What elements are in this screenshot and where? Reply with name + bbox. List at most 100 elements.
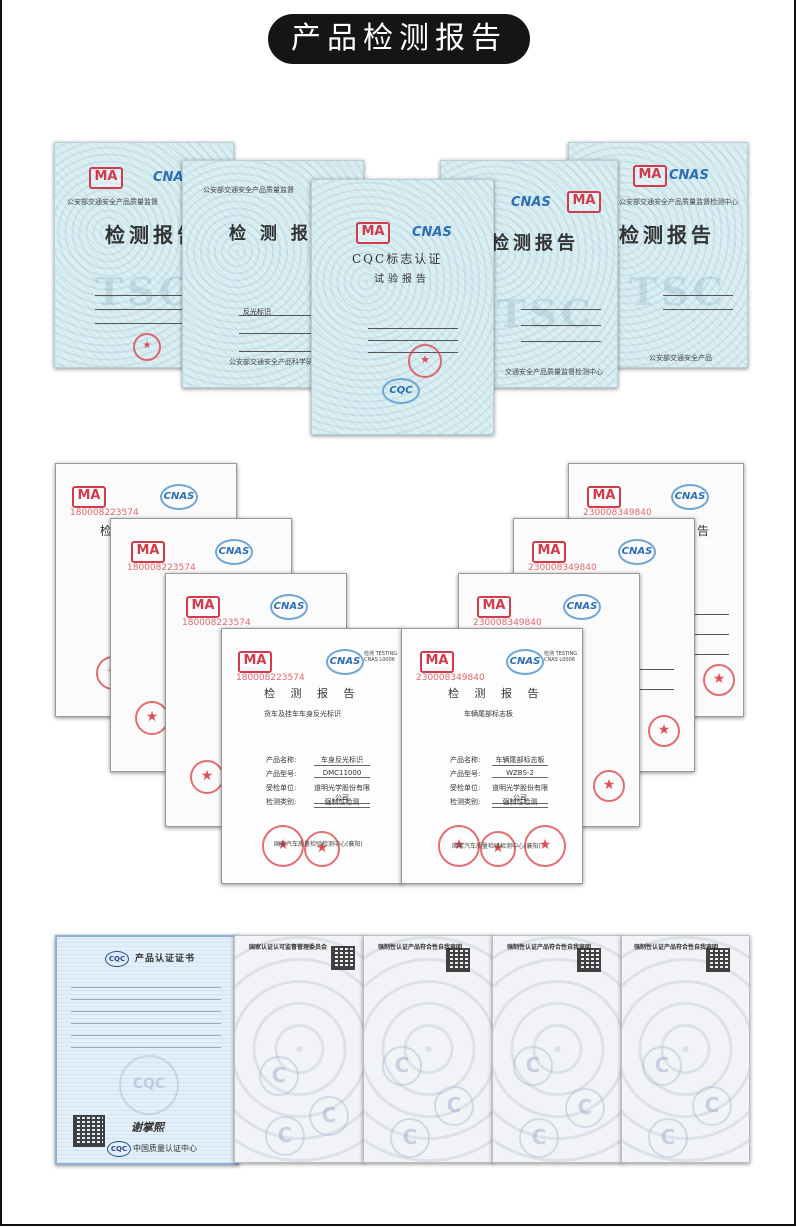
red-seal: ★ [703, 664, 735, 696]
field-line [71, 1035, 221, 1036]
cqc-watermark: CQC [119, 1055, 179, 1115]
field-line [634, 669, 674, 670]
ma-logo: MA [532, 541, 566, 563]
cnas-logo: CNAS [160, 484, 198, 510]
declaration-doc-3: 强制性认证产品符合性自我声明 C C C [492, 935, 623, 1163]
certificate-title: 产品认证证书 [135, 954, 196, 964]
report-title: 检测报告 [491, 233, 579, 254]
cnas-subtitle: 检测 TESTING CNAS L0006 [544, 651, 578, 663]
qr-code [73, 1115, 105, 1147]
qr-code [706, 948, 730, 972]
field-label-unit: 受检单位: [266, 784, 297, 792]
red-seal: ★ [262, 825, 304, 867]
report-subtitle: 车辆尾部标志板 [464, 710, 513, 718]
field-value-type: 强制性检测 [314, 797, 370, 808]
field-line [689, 654, 729, 655]
report-header: 公安部交通安全产品质量监督检测中心 [619, 198, 738, 206]
declaration-header: 强制性认证产品符合性自我声明 [507, 944, 592, 951]
watermark-icon: C [259, 1056, 299, 1096]
field-value-model: WZBS-2 [492, 769, 548, 778]
field-line [239, 333, 339, 334]
red-seal: ★ [593, 770, 625, 802]
issuing-org: 中国质量认证中心 [133, 1144, 197, 1153]
field-line [368, 328, 458, 329]
serial-number: 180008223574 [182, 618, 251, 628]
watermark-text: TSC [629, 269, 727, 314]
report-title: 检测报告 [105, 223, 201, 247]
cnas-logo: CNAS [270, 594, 308, 620]
ma-logo: MA [72, 486, 106, 508]
ma-logo: MA [587, 486, 621, 508]
field-line [689, 614, 729, 615]
field-line [71, 1047, 221, 1048]
report-footer: 公安部交通安全产品 [649, 354, 712, 362]
cnas-logo: CNAS [326, 649, 364, 675]
watermark-icon: C [565, 1088, 605, 1128]
red-seal: ★ [304, 831, 340, 867]
field-line [634, 689, 674, 690]
ma-logo: MA [89, 167, 123, 189]
red-seal: ★ [408, 344, 442, 378]
report-title: 检测报告 [619, 223, 715, 247]
field-label-name: 产品名称: [450, 756, 481, 764]
report-footer: 公安部交通安全产品科学研究 [229, 358, 320, 366]
red-seal: ★ [190, 760, 224, 794]
field-label-unit: 受检单位: [450, 784, 481, 792]
report-header: 公安部交通安全产品质量监督 [203, 186, 294, 194]
ma-logo: MA [131, 541, 165, 563]
red-seal: ★ [524, 825, 566, 867]
watermark-icon: C [434, 1086, 474, 1126]
field-line [71, 1023, 221, 1024]
field-line [239, 315, 339, 316]
report-title-char: 检 [100, 524, 117, 538]
declaration-doc-1: 国家认证认可监督管理委员会 C C C [234, 935, 365, 1163]
red-seal: ★ [648, 715, 680, 747]
ccc-logo: CQC [105, 951, 129, 967]
report-doc-3: MA CNAS CQC标志认证 试验报告 ★ CQC [311, 179, 494, 435]
cnas-logo: CNAS [412, 225, 452, 240]
watermark-icon: C [265, 1116, 305, 1156]
cnas-logo: CNAS [671, 484, 709, 510]
field-value-model: DMC11000 [314, 769, 370, 778]
field-line [663, 309, 733, 310]
field-value-type: 强制性检测 [492, 797, 548, 808]
serial-number: 180008223574 [127, 563, 196, 573]
watermark-icon: C [382, 1046, 422, 1086]
cnas-subtitle: 检测 TESTING CNAS L0006 [364, 651, 398, 663]
ma-logo: MA [477, 596, 511, 618]
serial-number: 230008349840 [416, 673, 485, 683]
report-header: 公安部交通安全产品质量监督 [67, 198, 158, 206]
qr-code [446, 948, 470, 972]
ma-logo: MA [420, 651, 454, 673]
report-subtitle: 货车及挂车车身反光标识 [264, 710, 341, 718]
field-value-unit: 道明光学股份有限公司 [492, 784, 548, 804]
cnas-logo: CNAS [511, 195, 551, 210]
declaration-header: 国家认证认可监督管理委员会 [249, 944, 328, 951]
cnas-logo: CNAS [618, 539, 656, 565]
serial-number: 230008349840 [473, 618, 542, 628]
field-value-name: 车辆尾部标志板 [492, 755, 548, 766]
field-line [71, 987, 221, 988]
cnas-logo: CNAS [563, 594, 601, 620]
field-value-name: 车身反光标识 [314, 755, 370, 766]
field-line [239, 351, 339, 352]
qr-code [577, 948, 601, 972]
declaration-doc-2: 强制性认证产品符合性自我声明 C C C [363, 935, 494, 1163]
ccc-logo: CQC [107, 1141, 131, 1157]
field-line [95, 295, 185, 296]
white-report-front-left: MA CNAS 检测 TESTING CNAS L0006 1800082235… [221, 628, 403, 884]
watermark-icon: C [390, 1118, 430, 1158]
report-title: CQC标志认证 [352, 252, 443, 266]
cnas-logo: CNAS [506, 649, 544, 675]
field-line [663, 295, 733, 296]
field-label-name: 产品名称: [266, 756, 297, 764]
field-label-model: 产品型号: [450, 770, 481, 778]
ma-logo: MA [238, 651, 272, 673]
signature: 谢掌熙 [131, 1121, 164, 1134]
ma-logo: MA [567, 191, 601, 213]
report-title: 检 测 报 告 [448, 687, 545, 700]
declaration-doc-4: 强制性认证产品符合性自我声明 C C C [621, 935, 750, 1163]
field-line [521, 341, 601, 342]
field-label-type: 检测类别: [266, 798, 297, 806]
